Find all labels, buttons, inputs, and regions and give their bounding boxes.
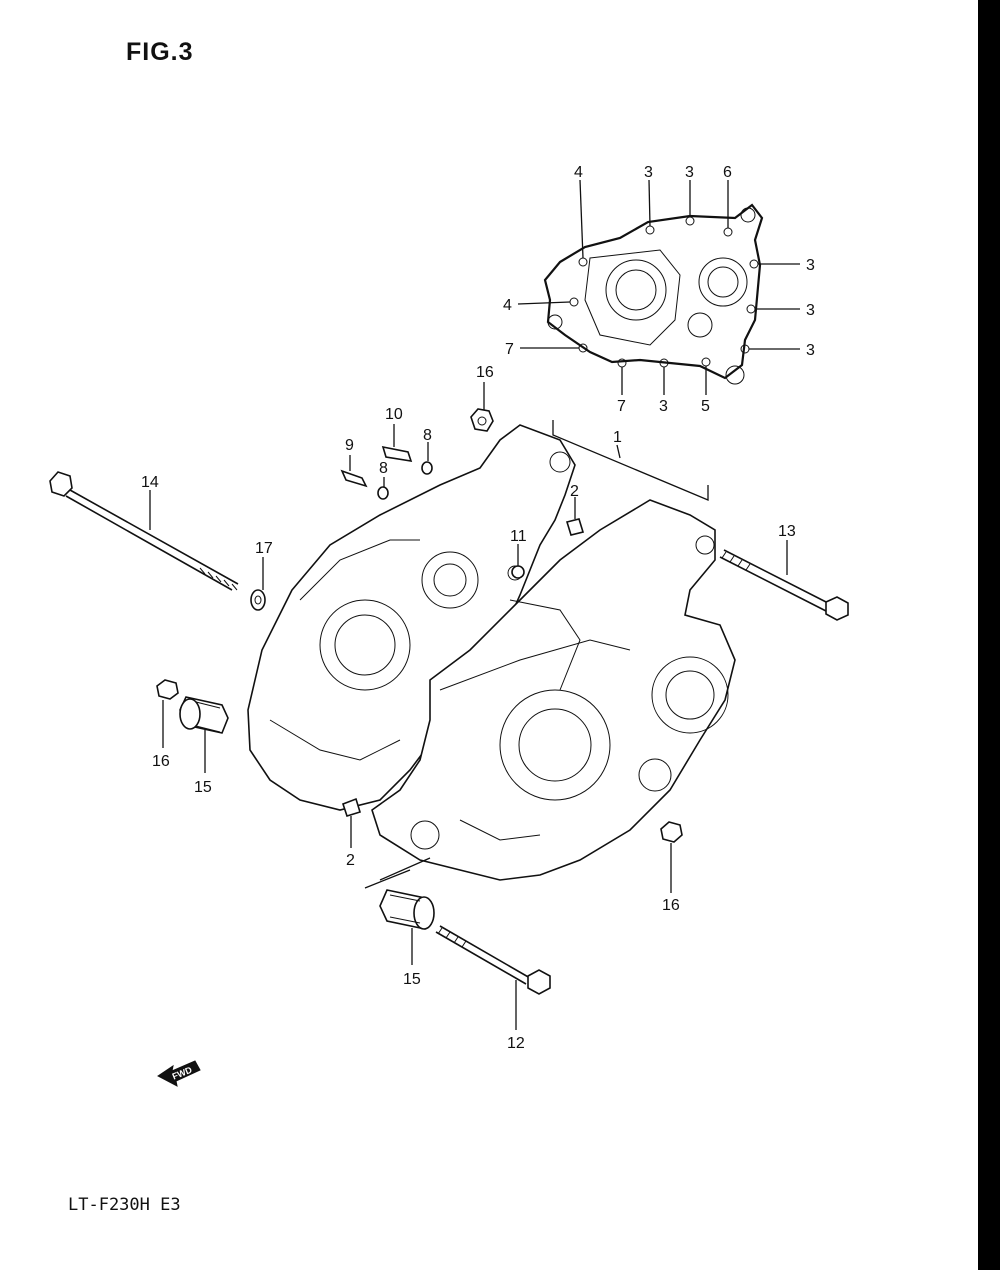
long-bolt-14	[49, 471, 239, 591]
figure-title: FIG.3	[126, 38, 194, 66]
callout-gasket-3-b: 3	[685, 164, 694, 181]
callout-washer-8-a: 8	[423, 427, 432, 444]
callout-gasket-4-left: 4	[503, 297, 512, 314]
callout-bolt-12: 12	[507, 1035, 525, 1052]
callout-gasket-3-bottom: 3	[659, 398, 668, 415]
callout-nut-16-right: 16	[662, 897, 680, 914]
fwd-label: FWD	[171, 1064, 194, 1081]
callout-bolt-14: 14	[141, 474, 159, 491]
callout-nut-16-left: 16	[152, 753, 170, 770]
fittings-8-9-10	[340, 424, 433, 500]
gasket-leader-lines	[517, 179, 800, 395]
callout-bolt-13: 13	[778, 523, 796, 540]
callout-gasket-3-right-c: 3	[806, 342, 815, 359]
bolt-13-part	[719, 540, 849, 621]
crankcase-callout-bracket	[552, 420, 709, 501]
callout-washer-8-b: 8	[379, 460, 388, 477]
dowel-pins	[341, 497, 585, 848]
callout-gasket-5: 5	[701, 398, 710, 415]
model-code: LT-F230H E3	[68, 1195, 181, 1215]
callout-nut-16-top: 16	[476, 364, 494, 381]
callout-plug-11: 11	[510, 528, 527, 545]
callout-dowel-2-bottom: 2	[346, 852, 355, 869]
callout-gasket-7-left: 7	[505, 341, 514, 358]
bolt-12-part	[435, 925, 551, 1030]
callout-gasket-3-a: 3	[644, 164, 653, 181]
callout-gasket-3-right-b: 3	[806, 302, 815, 319]
callout-plug-9: 9	[345, 437, 354, 454]
forward-arrow-icon: FWD	[157, 1060, 201, 1087]
callout-crankcase-1: 1	[613, 429, 622, 446]
callout-gasket-3-right-a: 3	[806, 257, 815, 274]
crankcase-assembly	[247, 424, 736, 881]
bushing-15-bottom-part	[364, 857, 435, 965]
nut-16-top-part	[470, 382, 494, 432]
crankcase-gasket	[543, 203, 764, 385]
callout-bushing-15-bottom: 15	[403, 971, 421, 988]
callout-bushing-15-left: 15	[194, 779, 212, 796]
callout-fitting-10: 10	[385, 406, 403, 423]
scan-edge-bar	[978, 0, 1000, 1270]
callout-gasket-4-top: 4	[574, 164, 583, 181]
nut-bushing-left	[156, 679, 229, 773]
callout-dowel-2-top: 2	[570, 483, 579, 500]
callout-labels: 4 3 3 6 3 4 3 7 3 7 3 5 16 1 10 8 9 8 2 …	[141, 164, 815, 1052]
washer-17-part	[250, 557, 266, 611]
nut-16-right-part	[660, 821, 683, 893]
callout-gasket-6: 6	[723, 164, 732, 181]
callout-washer-17: 17	[255, 540, 273, 557]
plug-11-part	[511, 544, 525, 579]
callout-gasket-7-bottom: 7	[617, 398, 626, 415]
